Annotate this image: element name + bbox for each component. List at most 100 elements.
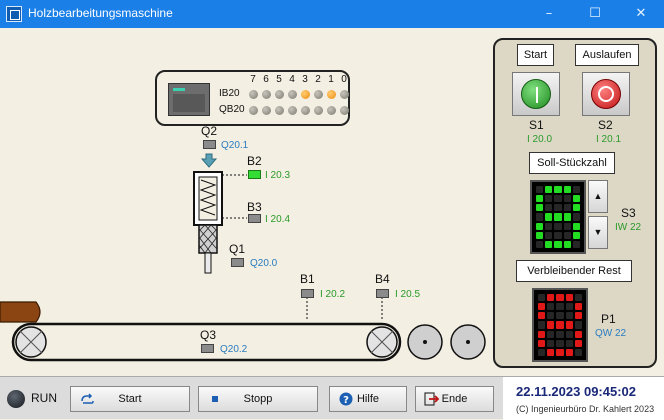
bit-number: 4 xyxy=(289,74,295,85)
q3-address: Q20.2 xyxy=(220,344,248,355)
piston-rod xyxy=(204,252,212,274)
power-on-icon xyxy=(536,87,538,103)
s3-address: IW 22 xyxy=(615,222,642,233)
svg-text:?: ? xyxy=(343,395,349,406)
plc-row-label-qb20: QB20 xyxy=(219,104,245,115)
q2-address: Q20.1 xyxy=(221,140,249,151)
q1-address: Q20.0 xyxy=(250,258,278,269)
loop-arrow-icon xyxy=(81,393,94,404)
b2-indicator xyxy=(248,170,261,179)
arrow-down-icon: ▼ xyxy=(593,227,603,237)
plc-row-label-ib20: IB20 xyxy=(219,88,240,99)
verbleibender-rest-display xyxy=(532,288,588,362)
cylinder-chamber xyxy=(198,176,218,221)
q2-indicator xyxy=(203,140,216,149)
b4-label: B4 xyxy=(375,272,390,286)
soll-stueckzahl-caption: Soll-Stückzahl xyxy=(529,152,615,174)
auslaufen-caption: Auslaufen xyxy=(575,44,639,66)
power-off-icon xyxy=(598,86,614,102)
b1-label: B1 xyxy=(300,272,315,286)
close-icon[interactable]: ✕ xyxy=(635,6,647,21)
soll-stueckzahl-display xyxy=(530,180,586,254)
s3-increment-button[interactable]: ▲ xyxy=(588,180,608,213)
plc-led xyxy=(340,90,349,99)
stopp-button[interactable]: Stopp xyxy=(198,386,318,412)
q2-label: Q2 xyxy=(201,124,218,138)
run-status-led xyxy=(7,390,25,408)
app-icon xyxy=(6,6,22,22)
plc-led xyxy=(288,90,297,99)
b1-address: I 20.2 xyxy=(320,289,346,300)
b2-label: B2 xyxy=(247,154,262,168)
p1-label: P1 xyxy=(601,312,616,326)
b3-indicator xyxy=(248,214,261,223)
machine-drawing xyxy=(0,153,486,362)
belt-roller-left-cross xyxy=(19,330,43,354)
plc-led xyxy=(340,106,349,115)
plc-led xyxy=(301,90,310,99)
conveyor-belt xyxy=(11,322,402,362)
plc-led xyxy=(249,90,258,99)
bit-number: 1 xyxy=(328,74,334,85)
s3-decrement-button[interactable]: ▼ xyxy=(588,216,608,249)
verbleibender-rest-caption: Verbleibender Rest xyxy=(516,260,632,282)
s3-label: S3 xyxy=(621,206,636,220)
b2-address: I 20.3 xyxy=(265,170,291,181)
maximize-icon[interactable]: ☐ xyxy=(589,6,601,21)
b1-indicator xyxy=(301,289,314,298)
b4-indicator xyxy=(376,289,389,298)
q1-label: Q1 xyxy=(229,242,246,256)
cylinder-spring-icon xyxy=(199,179,217,216)
help-icon: ? xyxy=(339,392,353,406)
b3-label: B3 xyxy=(247,200,262,214)
bit-number: 5 xyxy=(276,74,282,85)
bit-number: 6 xyxy=(263,74,269,85)
s1-label: S1 xyxy=(529,118,544,132)
s1-start-button[interactable] xyxy=(512,72,560,116)
s2-address: I 20.1 xyxy=(596,134,622,145)
plc-led xyxy=(314,106,323,115)
hilfe-button[interactable]: ? Hilfe xyxy=(329,386,407,412)
plc-led xyxy=(262,106,271,115)
piston-hatch xyxy=(198,224,218,254)
s2-auslaufen-button[interactable] xyxy=(582,72,630,116)
wood-workpiece xyxy=(0,301,41,323)
s1-address: I 20.0 xyxy=(527,134,553,145)
p1-address: QW 22 xyxy=(595,328,627,339)
window-title: Holzbearbeitungsmaschine xyxy=(28,6,173,20)
plc-led xyxy=(314,90,323,99)
title-bar: Holzbearbeitungsmaschine – ☐ ✕ xyxy=(0,0,664,28)
start-button[interactable]: Start xyxy=(70,386,190,412)
plc-led xyxy=(288,106,297,115)
plc-led xyxy=(275,106,284,115)
ende-button[interactable]: Ende xyxy=(415,386,494,412)
q1-indicator xyxy=(231,258,244,267)
plc-led xyxy=(249,106,258,115)
minimize-icon[interactable]: – xyxy=(545,6,553,21)
s2-label: S2 xyxy=(598,118,613,132)
run-label: RUN xyxy=(31,391,57,405)
datetime: 22.11.2023 09:45:02 xyxy=(516,384,636,399)
plc-status-panel: 7 6 5 4 3 2 1 0 IB20 QB20 xyxy=(155,70,350,126)
bit-number: 7 xyxy=(250,74,256,85)
start-caption: Start xyxy=(517,44,554,66)
b3-address: I 20.4 xyxy=(265,214,291,225)
plc-led xyxy=(327,106,336,115)
plc-led xyxy=(327,90,336,99)
datetime-box: 22.11.2023 09:45:02 (C) Ingenieurbüro Dr… xyxy=(503,377,664,420)
b4-address: I 20.5 xyxy=(395,289,421,300)
stop-square-icon xyxy=(212,396,218,402)
copyright: (C) Ingenieurbüro Dr. Kahlert 2023 xyxy=(516,404,655,414)
arrow-up-icon: ▲ xyxy=(593,191,603,201)
plc-led xyxy=(301,106,310,115)
plc-led xyxy=(275,90,284,99)
q3-label: Q3 xyxy=(200,328,217,342)
bit-number: 0 xyxy=(341,74,347,85)
bit-number: 2 xyxy=(315,74,321,85)
control-panel: Start Auslaufen S1 I 20.0 S2 I 20.1 Soll… xyxy=(493,38,657,368)
q3-indicator xyxy=(201,344,214,353)
exit-door-icon xyxy=(424,392,440,406)
air-arrow-icon xyxy=(200,153,218,168)
bit-number: 3 xyxy=(302,74,308,85)
plc-led xyxy=(262,90,271,99)
